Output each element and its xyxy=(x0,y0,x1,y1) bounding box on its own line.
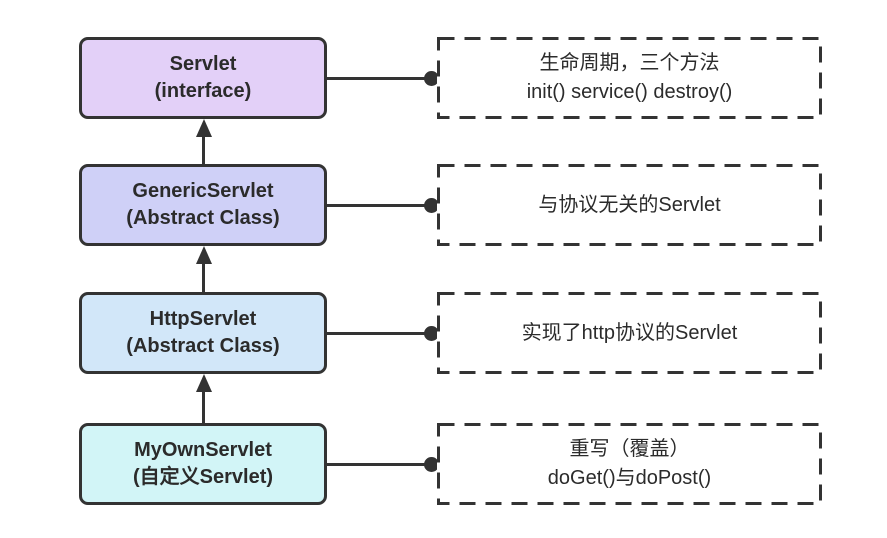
arrow-shaft xyxy=(202,392,205,423)
connector-dot xyxy=(424,71,439,86)
inheritance-arrow-icon xyxy=(195,246,212,292)
connector-dot xyxy=(424,198,439,213)
note-box-my-own-servlet: 重写（覆盖） doGet()与doPost() xyxy=(437,423,822,505)
note-box-http-servlet: 实现了http协议的Servlet xyxy=(437,292,822,374)
class-title: MyOwnServlet xyxy=(134,439,272,461)
inheritance-arrow-icon xyxy=(195,374,212,423)
connector-line xyxy=(327,204,430,207)
class-title: Servlet xyxy=(169,53,237,75)
inheritance-arrow-icon xyxy=(195,119,212,164)
class-title: GenericServlet xyxy=(132,180,274,202)
class-subtitle: (Abstract Class) xyxy=(126,207,280,229)
note-text: 生命周期，三个方法 xyxy=(539,52,720,74)
class-title: HttpServlet xyxy=(149,308,257,330)
class-box-http-servlet: HttpServlet (Abstract Class) xyxy=(79,292,327,374)
connector-line xyxy=(327,77,430,80)
arrow-shaft xyxy=(202,137,205,164)
connector-line xyxy=(327,332,430,335)
note-text: 重写（覆盖） xyxy=(569,438,690,460)
note-text: init() service() destroy() xyxy=(526,81,733,103)
arrowhead-up-icon xyxy=(195,119,212,137)
note-box-servlet: 生命周期，三个方法 init() service() destroy() xyxy=(437,37,822,119)
note-text: 与协议无关的Servlet xyxy=(538,193,721,216)
class-box-my-own-servlet: MyOwnServlet (自定义Servlet) xyxy=(79,423,327,505)
class-subtitle: (Abstract Class) xyxy=(126,335,280,357)
connector-dot xyxy=(424,457,439,472)
connector-dot xyxy=(424,326,439,341)
arrow-shaft xyxy=(202,264,205,292)
connector-line xyxy=(327,463,430,466)
class-subtitle: (interface) xyxy=(154,80,252,102)
class-box-generic-servlet: GenericServlet (Abstract Class) xyxy=(79,164,327,246)
note-box-generic-servlet: 与协议无关的Servlet xyxy=(437,164,822,246)
arrowhead-up-icon xyxy=(195,246,212,264)
note-text: doGet()与doPost() xyxy=(547,467,712,489)
arrowhead-up-icon xyxy=(195,374,212,392)
class-box-servlet: Servlet (interface) xyxy=(79,37,327,119)
note-text: 实现了http协议的Servlet xyxy=(521,321,738,344)
class-subtitle: (自定义Servlet) xyxy=(132,466,274,488)
